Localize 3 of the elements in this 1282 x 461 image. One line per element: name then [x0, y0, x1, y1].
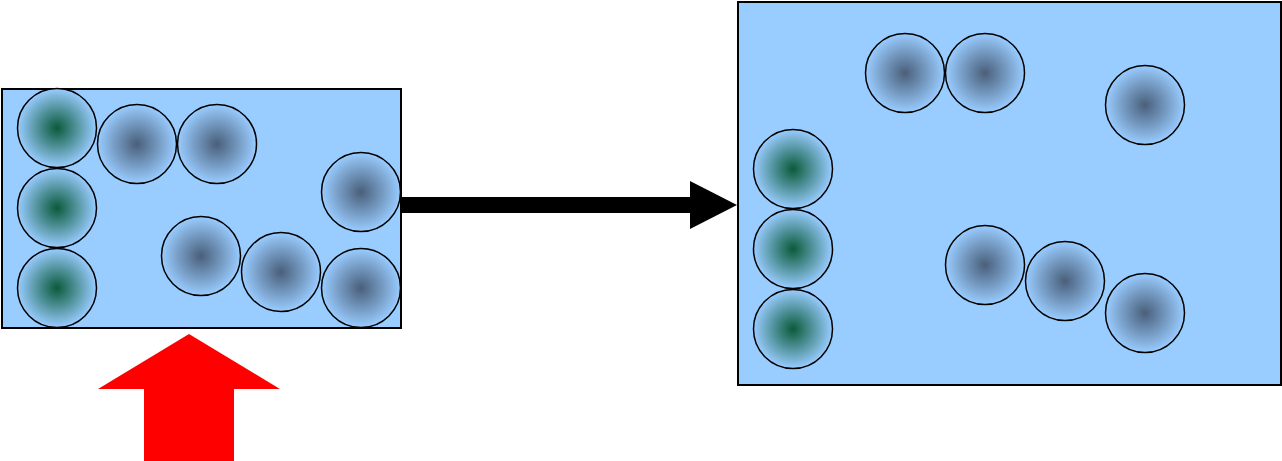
container-box	[1, 88, 402, 329]
arrow	[402, 181, 737, 229]
container-box	[737, 1, 1282, 386]
